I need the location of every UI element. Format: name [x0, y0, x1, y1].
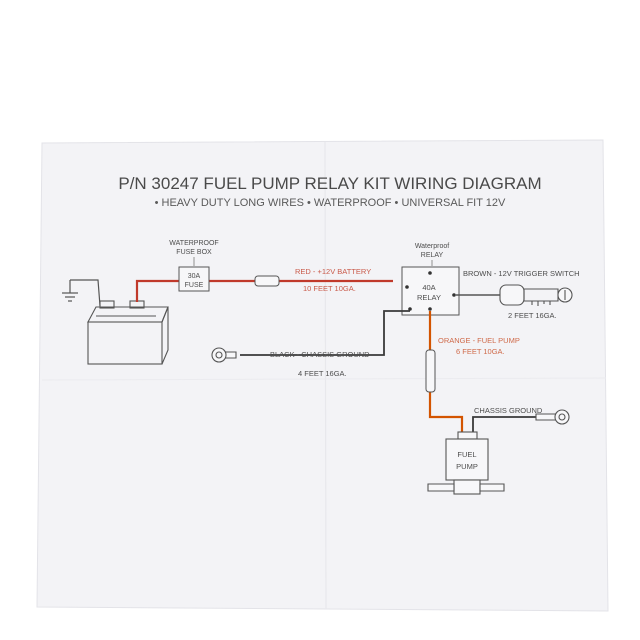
- fuel-pump-label-line1: FUEL: [457, 450, 476, 459]
- fuse-label-line1: 30A: [188, 273, 201, 280]
- fuel-pump-label-line2: PUMP: [456, 462, 478, 471]
- paper-fold-horizontal: [41, 377, 607, 381]
- diagram-title: P/N 30247 FUEL PUMP RELAY KIT WIRING DIA…: [118, 174, 541, 193]
- chassis-ground-label: CHASSIS GROUND: [474, 406, 543, 415]
- inline-connector-red: [254, 275, 280, 287]
- red-battery-wire: [135, 279, 393, 302]
- brown-wire-length: 2 FEET 16GA.: [508, 311, 557, 320]
- relay-terminal-bottom-right: [428, 307, 432, 311]
- relay-label-line1: Waterproof: [415, 243, 449, 250]
- ground-wire: [70, 279, 101, 307]
- black-wire-label: BLACK - CHASSIS GROUND: [270, 350, 370, 359]
- ground-symbol-icon: [62, 280, 78, 302]
- fuel-pump-icon: [427, 431, 505, 495]
- key-switch-icon: [499, 284, 573, 306]
- fuse-box-label-line2: FUSE BOX: [176, 249, 212, 256]
- relay-body-line1: 40A: [422, 283, 435, 292]
- black-wire-length: 4 FEET 16GA.: [298, 369, 347, 378]
- black-ground-wire: [240, 310, 410, 356]
- orange-pump-wire: [428, 311, 464, 432]
- relay-terminal-right: [452, 293, 456, 297]
- fuse-box-label-line1: WATERPROOF: [169, 240, 218, 247]
- paper-fold-vertical: [324, 141, 327, 610]
- inline-connector-orange: [425, 349, 436, 393]
- relay-label-line2: RELAY: [421, 252, 444, 259]
- orange-wire-label: ORANGE - FUEL PUMP: [438, 336, 520, 345]
- red-wire-length: 10 FEET 10GA.: [303, 284, 356, 293]
- brown-wire-label: BROWN - 12V TRIGGER SWITCH: [463, 269, 580, 278]
- relay-terminal-left: [405, 285, 409, 289]
- pump-ground-wire: [472, 416, 536, 432]
- orange-wire-length: 6 FEET 10GA.: [456, 347, 505, 356]
- relay-terminal-bottom-left: [408, 307, 412, 311]
- fuse-label-line2: FUSE: [185, 282, 204, 289]
- relay-terminal-top: [428, 271, 432, 275]
- battery-icon: [87, 300, 169, 365]
- fuse-box: [178, 266, 210, 292]
- ring-terminal-icon: [211, 347, 237, 363]
- red-wire-label: RED - +12V BATTERY: [295, 267, 371, 276]
- pump-ring-terminal-icon: [535, 409, 570, 425]
- relay-body-line2: RELAY: [417, 293, 441, 302]
- diagram-subtitle: • HEAVY DUTY LONG WIRES • WATERPROOF • U…: [155, 197, 506, 209]
